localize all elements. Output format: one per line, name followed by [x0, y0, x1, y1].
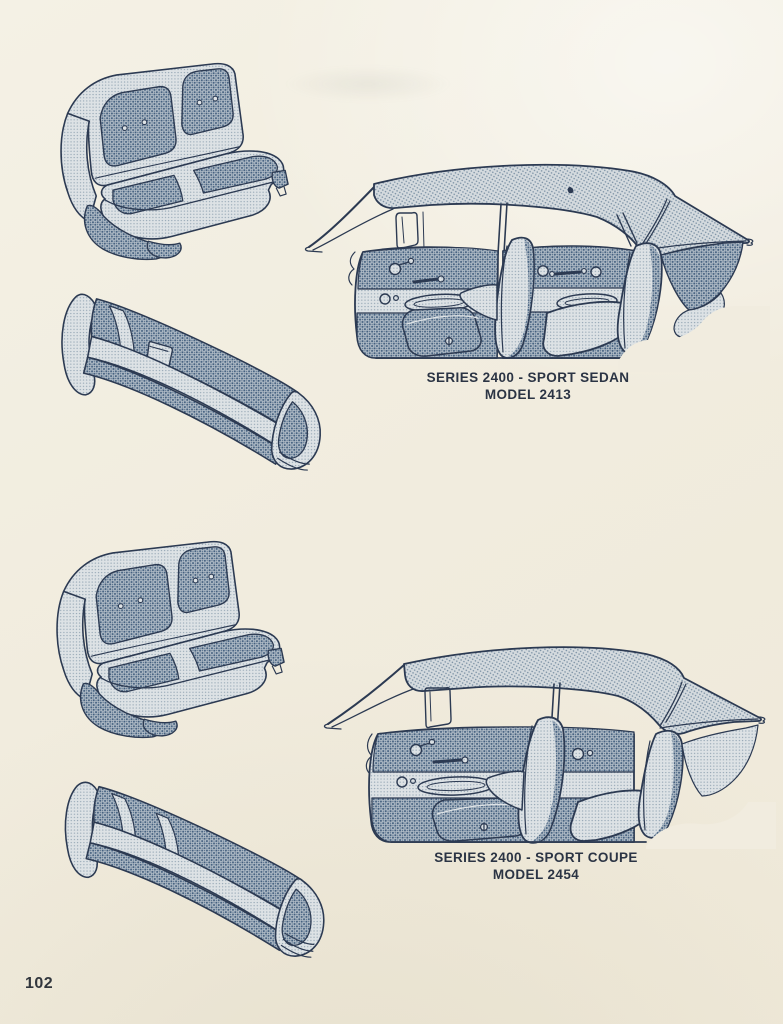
page-number: 102 [25, 975, 54, 992]
sedan-interior-cutaway-illustration [300, 152, 770, 372]
sedan-caption-line1: SERIES 2400 - SPORT SEDAN [426, 370, 630, 385]
sedan-caption: SERIES 2400 - SPORT SEDAN MODEL 2413 [376, 369, 680, 403]
print-bleedthrough-smudge [248, 58, 488, 110]
rear-seat-illustration-top [54, 284, 336, 482]
coupe-caption-line2: MODEL 2454 [492, 867, 580, 882]
coupe-caption: SERIES 2400 - SPORT COUPE MODEL 2454 [384, 849, 688, 883]
sedan-caption-line2: MODEL 2413 [484, 387, 572, 402]
front-seat-illustration-bottom [44, 540, 290, 745]
coupe-interior-cutaway-illustration [316, 634, 776, 849]
rear-seat-illustration-bottom [57, 766, 349, 968]
coupe-caption-line1: SERIES 2400 - SPORT COUPE [434, 850, 638, 865]
front-seat-illustration-top [48, 62, 294, 267]
